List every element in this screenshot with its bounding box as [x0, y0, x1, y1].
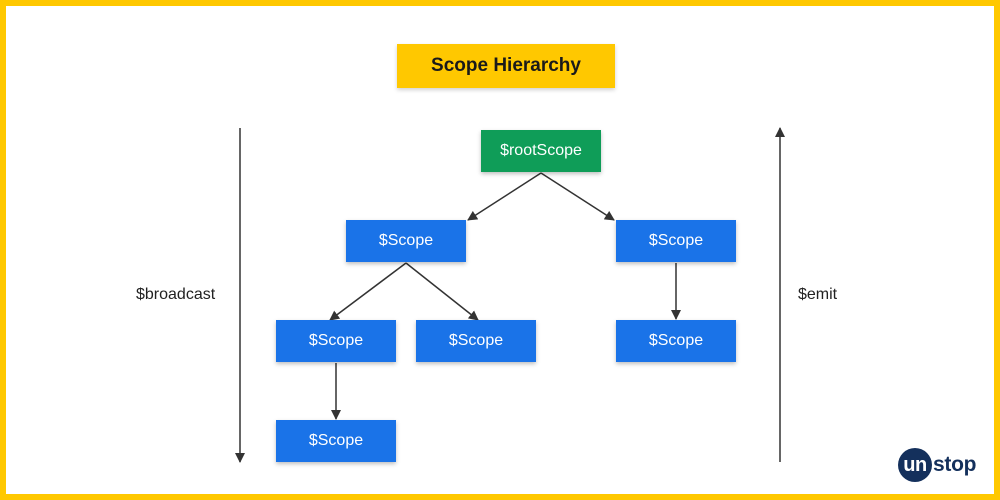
logo-circle: un — [898, 448, 932, 482]
scope-node-left: $Scope — [346, 220, 466, 262]
edge-root-to-right — [540, 172, 615, 221]
scope-node-right: $Scope — [616, 220, 736, 262]
broadcast-label: $broadcast — [136, 286, 216, 303]
emit-label: $emit — [798, 286, 838, 303]
unstop-logo: un stop — [898, 448, 976, 482]
scope-node-left-right: $Scope — [416, 320, 536, 362]
logo-text: stop — [933, 453, 977, 476]
edge-left-to-left-left — [329, 262, 407, 321]
scope-node-left-left: $Scope — [276, 320, 396, 362]
root-scope-node: $rootScope — [481, 130, 601, 172]
scope-node-right-child: $Scope — [616, 320, 736, 362]
diagram-title: Scope Hierarchy — [397, 44, 615, 88]
edges-layer — [235, 127, 785, 463]
edge-left-to-left-right — [405, 262, 479, 321]
edge-root-to-left — [467, 172, 542, 221]
scope-node-left-left-child: $Scope — [276, 420, 396, 462]
